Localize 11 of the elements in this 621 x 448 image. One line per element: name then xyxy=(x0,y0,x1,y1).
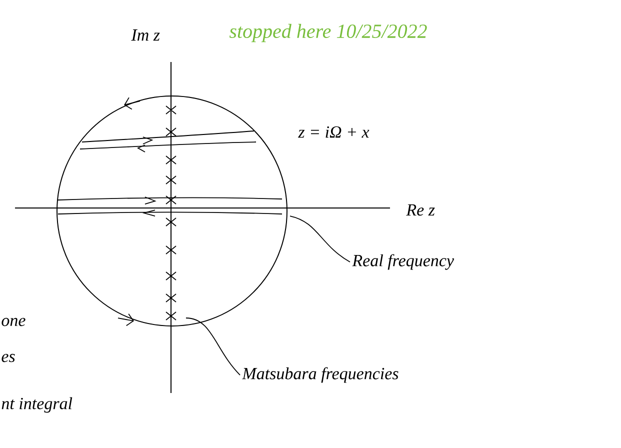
handwritten-label: nt integral xyxy=(2,397,72,413)
handwritten-label: Im z xyxy=(131,29,160,41)
leader-line xyxy=(290,216,350,262)
handwritten-label: one xyxy=(2,318,26,326)
annotation-text: Matsubara frequencies xyxy=(242,367,398,383)
handwritten-label: z = iΩ + x xyxy=(298,126,370,138)
handwritten-label: stopped here 10/25/2022 xyxy=(229,24,427,42)
leader-line xyxy=(186,318,240,376)
handwritten-label: Re z xyxy=(406,204,435,216)
annotation-text: Real frequency xyxy=(352,254,454,270)
handwritten-label: es xyxy=(2,354,15,362)
